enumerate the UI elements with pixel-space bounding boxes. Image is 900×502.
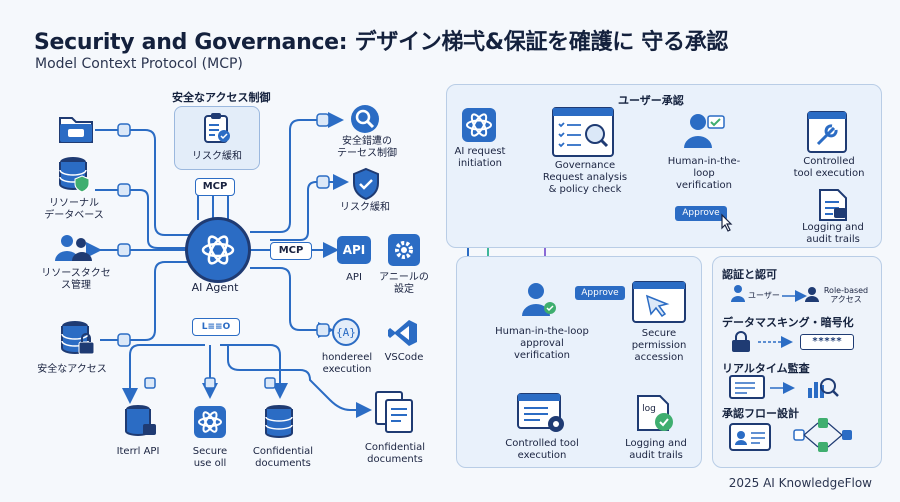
folder-icon — [59, 117, 93, 143]
controlled-label: Controlled tool execution — [793, 156, 865, 179]
user-icon — [731, 285, 745, 302]
auth-user-label: ユーザー — [748, 291, 780, 300]
log-doc-text: log — [642, 404, 656, 414]
arrow-icon — [770, 382, 795, 394]
realtime-header: リアルタイム監査 — [722, 362, 810, 375]
documents-icon — [375, 391, 413, 433]
settings-label: アニールの 設定 — [379, 272, 429, 295]
vscode-label: VSCode — [384, 352, 424, 363]
access-control-header: 安全なアクセス制御 — [172, 91, 271, 104]
resource-label-access: リソースタクセ ス管理 — [41, 268, 111, 291]
workflow-icon — [793, 418, 852, 452]
tools-icon — [807, 111, 847, 153]
risk-card-label: リスク緩和 — [192, 151, 242, 162]
mcp-badge-top: MCP — [195, 178, 235, 196]
arrow-icon — [782, 290, 807, 302]
database-icon — [265, 405, 293, 438]
secure-label: Secure permission accession — [631, 328, 687, 363]
auth-header: 認証と認可 — [722, 268, 777, 281]
database-lock-icon — [125, 405, 156, 436]
masked-value: ***** — [800, 334, 854, 350]
approve-button-top[interactable]: Approve — [675, 206, 727, 221]
code-braces-icon: {A} — [332, 318, 360, 346]
right-item-label-0: 安全錯遭の テーセス制御 — [337, 136, 397, 159]
shield-check-icon — [353, 167, 379, 201]
svg-text:{A}: {A} — [336, 326, 356, 339]
user-check-icon — [522, 283, 556, 316]
footer-credit: 2025 AI KnowledgeFlow — [728, 476, 872, 490]
page-subtitle: Model Context Protocol (MCP) — [35, 56, 243, 72]
page-title: Security and Governance: デザイン梯弌&保証を確護に 守… — [34, 30, 729, 55]
lock-icon — [732, 331, 750, 352]
vscode-icon — [388, 320, 417, 346]
gear-icon — [388, 234, 420, 266]
execution-label: hondereel execution — [321, 352, 373, 375]
ai-icon — [194, 406, 226, 438]
user-icon — [805, 287, 819, 302]
ai-icon — [201, 235, 235, 265]
chart-search-icon — [808, 378, 839, 398]
resource-label-secure: 安全なアクセス — [37, 364, 107, 375]
tools-icon — [517, 393, 564, 432]
approval-header: ユーザー承認 — [618, 94, 684, 107]
search-icon — [351, 105, 379, 133]
human-label: Human-in-the- loop verification — [667, 156, 741, 191]
approve-button-flow[interactable]: Approve — [575, 286, 625, 300]
auth-role-label: Role-based アクセス — [823, 286, 869, 304]
user-check-icon — [684, 114, 725, 148]
chip-badge: L≡≡O — [192, 318, 240, 336]
flow-human-label: Human-in-the-loop approval verification — [495, 326, 589, 361]
cursor-icon — [721, 213, 733, 232]
monitor-icon — [729, 375, 765, 399]
mcp-badge-mid: MCP — [270, 242, 312, 260]
policy-check-icon — [552, 107, 614, 157]
logging-label: Logging and audit trails — [802, 222, 864, 245]
clipboard-check-icon — [204, 113, 230, 143]
governance-label: Governance Request analysis & policy che… — [542, 160, 628, 195]
arrow-icon — [758, 336, 793, 348]
api-badge[interactable]: API — [337, 236, 371, 264]
bottom-label-3: Confidential documents — [364, 442, 426, 465]
flow-design-header: 承認フロー設計 — [722, 407, 799, 420]
right-item-label-1: リスク緩和 — [340, 202, 390, 213]
secure-window-icon — [632, 281, 686, 323]
database-shield-icon — [59, 157, 90, 193]
request-label: AI request initiation — [454, 146, 506, 169]
log-document-icon — [637, 395, 673, 431]
bottom-label-1: Secure use oll — [192, 446, 228, 469]
ai-icon — [462, 108, 496, 142]
flow-logging-label: Logging and audit trails — [625, 438, 687, 461]
ai-agent-node[interactable] — [185, 217, 251, 283]
id-card-icon — [729, 423, 771, 451]
resource-label-db: リソーナル データベース — [44, 198, 104, 221]
database-lock-icon — [61, 321, 95, 355]
bottom-label-2: Confidential documents — [252, 446, 314, 469]
flow-controlled-label: Controlled tool execution — [505, 438, 579, 461]
masking-header: データマスキング・暗号化 — [722, 316, 854, 329]
users-icon — [55, 235, 92, 261]
risk-mitigation-card: リスク緩和 — [174, 106, 260, 170]
agent-label: AI Agent — [191, 281, 239, 294]
bottom-label-0: Iterrl API — [116, 446, 160, 457]
log-document-icon — [819, 189, 847, 221]
api-label: API — [346, 272, 362, 283]
